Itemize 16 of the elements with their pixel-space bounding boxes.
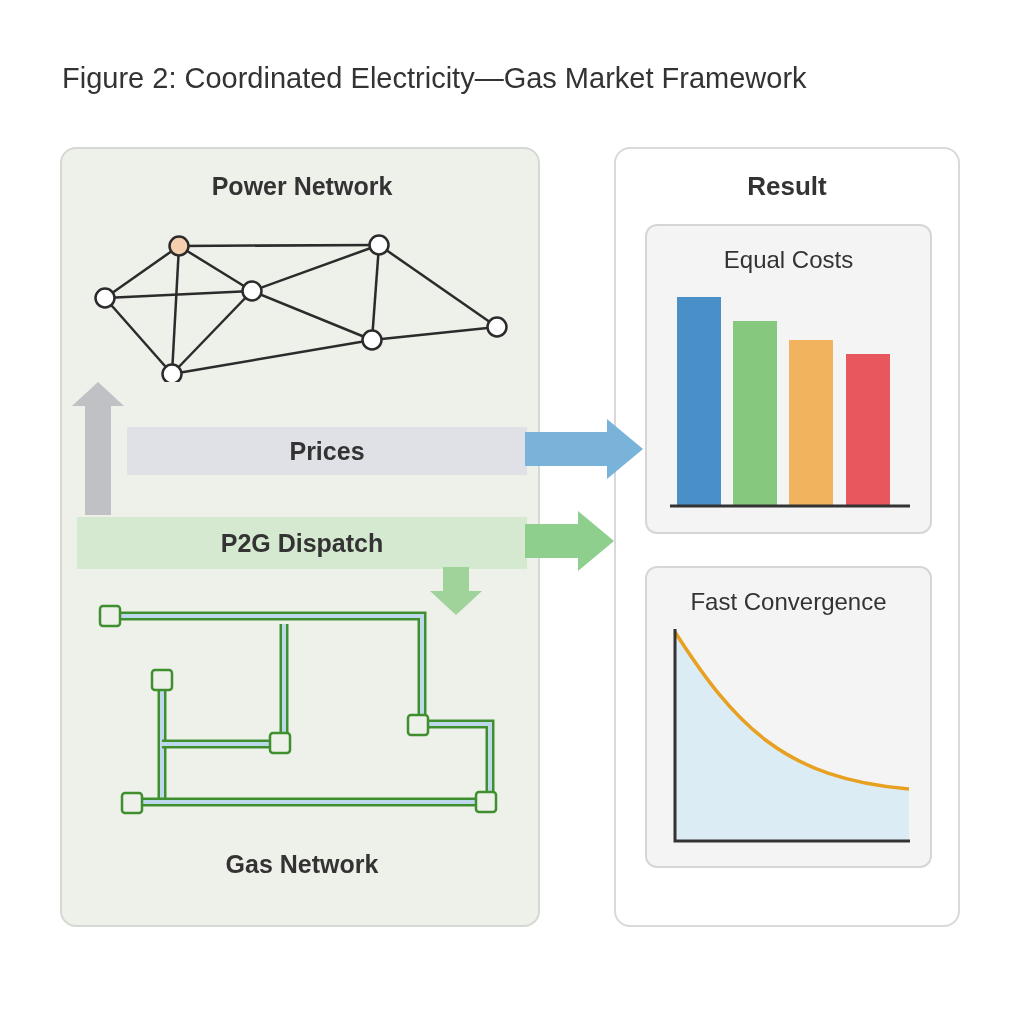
panel [614,147,960,927]
block-arrow [525,419,643,479]
chart-title: Fast Convergence [690,588,887,616]
chart-card [645,224,932,534]
block-arrow [525,511,614,571]
section-heading: Gas Network [225,850,379,879]
panel [60,147,540,927]
block-arrow [430,567,482,615]
section-heading: Power Network [211,172,393,201]
figure-title: Figure 2: Coordinated Electricity—Gas Market Framework [62,62,807,95]
chart-title: Equal Costs [723,246,854,274]
panel-heading: Result [747,171,827,202]
label-band: Prices [127,427,527,475]
block-arrow [72,382,124,515]
label-band: P2G Dispatch [77,517,527,569]
chart-card [645,566,932,868]
